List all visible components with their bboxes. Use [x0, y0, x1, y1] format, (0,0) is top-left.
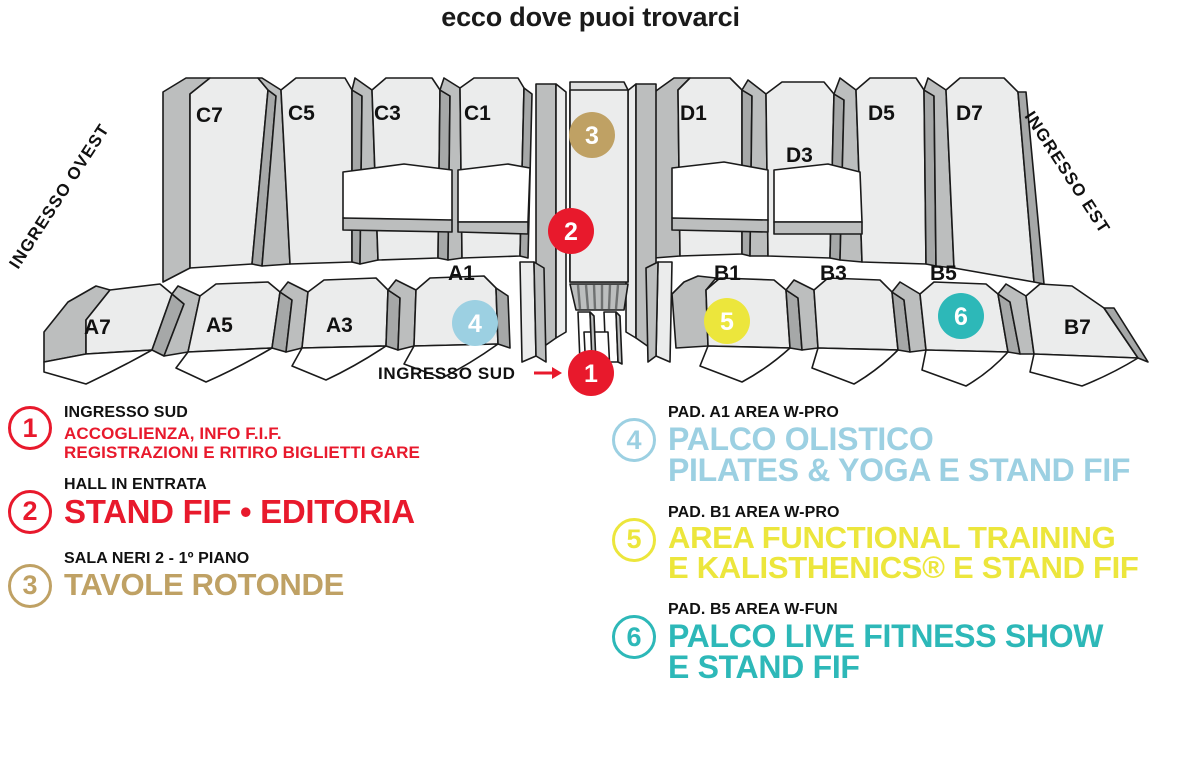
legend-sub-6: PAD. B5 AREA W-FUN — [668, 601, 838, 619]
legend-main-4: PALCO OLISTICO PILATES & YOGA E STAND FI… — [668, 420, 1181, 488]
legend-main-1-line-2: REGISTRAZIONI E RITIRO BIGLIETTI GARE — [64, 442, 420, 462]
legend-item-2[interactable]: 2 HALL IN ENTRATA STAND FIF • EDITORIA — [8, 476, 608, 534]
legend-circle-4: 4 — [612, 418, 656, 462]
center-steps — [569, 283, 629, 311]
hall-label-D3: D3 — [786, 144, 813, 167]
legend-item-4[interactable]: 4 PAD. A1 AREA W-PRO PALCO OLISTICO PILA… — [612, 404, 1181, 486]
legend-circle-5: 5 — [612, 517, 656, 562]
legend-item-6[interactable]: 6 PAD. B5 AREA W-FUN PALCO LIVE FITNESS … — [612, 601, 1181, 683]
hall-label-D5: D5 — [868, 102, 895, 125]
hall-label-A3: A3 — [326, 314, 353, 337]
legend-main-4-line-2: PILATES & YOGA E STAND FIF — [668, 451, 1131, 488]
legend: 1 INGRESSO SUD ACCOGLIENZA, INFO F.I.F. … — [0, 404, 1181, 768]
hall-block-D7 — [923, 77, 1045, 285]
venue-map: .face { fill:#ebecec; stroke:#1a1a1a; st… — [0, 32, 1181, 400]
hall-label-B5: B5 — [930, 262, 957, 285]
hall-block-C7 — [162, 77, 277, 283]
map-marker-6[interactable]: 6 — [938, 293, 984, 339]
legend-column-right: 4 PAD. A1 AREA W-PRO PALCO OLISTICO PILA… — [612, 404, 1181, 689]
map-hall-labels: C7 C5 C3 C1 D1 D3 D5 D7 A7 A5 A3 A1 B1 B… — [84, 102, 1091, 339]
hall-label-A7: A7 — [84, 316, 111, 339]
hall-label-C3: C3 — [374, 102, 401, 125]
legend-sub-5: PAD. B1 AREA W-PRO — [668, 503, 840, 521]
hall-label-C7: C7 — [196, 104, 223, 127]
map-marker-4-label: 4 — [468, 310, 482, 338]
legend-main-4-line-1: PALCO OLISTICO — [668, 420, 934, 457]
map-marker-5-label: 5 — [720, 308, 734, 336]
legend-main-5-line-2: E KALISTHENICS® E STAND FIF — [668, 550, 1139, 586]
hall-label-A1: A1 — [448, 262, 475, 285]
hall-label-B7: B7 — [1064, 316, 1091, 339]
map-marker-1[interactable]: 1 — [568, 350, 614, 396]
legend-circle-6: 6 — [612, 615, 656, 660]
legend-main-2: STAND FIF • EDITORIA — [64, 492, 608, 530]
legend-main-6: PALCO LIVE FITNESS SHOW E STAND FIF — [668, 617, 1181, 685]
legend-main-3: TAVOLE ROTONDE — [64, 566, 608, 602]
entrance-label-west: INGRESSO OVEST — [5, 120, 113, 272]
legend-main-5: AREA FUNCTIONAL TRAINING E KALISTHENICS®… — [668, 520, 1181, 586]
hall-label-B3: B3 — [820, 262, 847, 285]
legend-item-3[interactable]: 3 SALA NERI 2 - 1º PIANO TAVOLE ROTONDE — [8, 550, 608, 608]
legend-circle-3: 3 — [8, 563, 52, 608]
legend-sub-3: SALA NERI 2 - 1º PIANO — [64, 549, 250, 567]
map-marker-2[interactable]: 2 — [548, 208, 594, 254]
hall-label-C5: C5 — [288, 102, 315, 125]
map-markers: 1 2 3 4 5 6 — [452, 112, 984, 396]
page-title: ecco dove puoi trovarci — [441, 1, 740, 32]
legend-text-6: PAD. B5 AREA W-FUN PALCO LIVE FITNESS SH… — [668, 601, 1181, 683]
hall-label-D7: D7 — [956, 102, 983, 125]
hall-label-C1: C1 — [464, 102, 491, 125]
map-marker-1-label: 1 — [584, 360, 598, 388]
legend-item-1[interactable]: 1 INGRESSO SUD ACCOGLIENZA, INFO F.I.F. … — [8, 404, 608, 462]
legend-main-5-line-1: AREA FUNCTIONAL TRAINING — [668, 520, 1116, 556]
legend-text-1: INGRESSO SUD ACCOGLIENZA, INFO F.I.F. RE… — [64, 404, 608, 462]
entrance-label-south: INGRESSO SUD — [378, 364, 516, 383]
map-marker-3[interactable]: 3 — [569, 112, 615, 158]
legend-item-5[interactable]: 5 PAD. B1 AREA W-PRO AREA FUNCTIONAL TRA… — [612, 504, 1181, 584]
legend-column-left: 1 INGRESSO SUD ACCOGLIENZA, INFO F.I.F. … — [8, 404, 608, 614]
map-marker-6-label: 6 — [954, 303, 968, 331]
legend-text-4: PAD. A1 AREA W-PRO PALCO OLISTICO PILATE… — [668, 404, 1181, 486]
legend-circle-1: 1 — [8, 406, 52, 450]
legend-text-3: SALA NERI 2 - 1º PIANO TAVOLE ROTONDE — [64, 550, 608, 600]
legend-main-1: ACCOGLIENZA, INFO F.I.F. REGISTRAZIONI E… — [64, 424, 608, 462]
hall-label-B1: B1 — [714, 262, 741, 285]
entrance-south-group: INGRESSO SUD — [378, 364, 562, 383]
legend-circle-2: 2 — [8, 489, 52, 534]
hall-block-A7 — [43, 283, 185, 363]
map-bottom-scallops — [43, 343, 1139, 387]
hall-block-B7 — [997, 283, 1149, 363]
legend-main-6-line-2: E STAND FIF — [668, 648, 860, 685]
legend-main-2-line-1: STAND FIF • EDITORIA — [64, 492, 415, 530]
hall-label-D1: D1 — [680, 102, 707, 125]
arrow-right-icon — [534, 367, 562, 379]
map-marker-2-label: 2 — [564, 218, 578, 246]
map-marker-4[interactable]: 4 — [452, 300, 498, 346]
legend-main-3-line-1: TAVOLE ROTONDE — [64, 566, 344, 602]
legend-main-1-line-1: ACCOGLIENZA, INFO F.I.F. — [64, 423, 282, 443]
hall-label-A5: A5 — [206, 314, 233, 337]
hall-block-B3 — [785, 277, 911, 353]
legend-sub-2: HALL IN ENTRATA — [64, 475, 207, 493]
legend-sub-1: INGRESSO SUD — [64, 404, 188, 421]
venue-map-svg: .face { fill:#ebecec; stroke:#1a1a1a; st… — [5, 77, 1149, 396]
legend-sub-4: PAD. A1 AREA W-PRO — [668, 404, 839, 421]
map-connector-band — [342, 161, 863, 235]
map-marker-3-label: 3 — [585, 122, 599, 150]
map-bottom-row — [43, 275, 1149, 387]
hall-block-A3 — [279, 277, 401, 353]
legend-text-2: HALL IN ENTRATA STAND FIF • EDITORIA — [64, 476, 608, 528]
legend-main-6-line-1: PALCO LIVE FITNESS SHOW — [668, 617, 1104, 654]
map-marker-5[interactable]: 5 — [704, 298, 750, 344]
legend-text-5: PAD. B1 AREA W-PRO AREA FUNCTIONAL TRAIN… — [668, 504, 1181, 584]
